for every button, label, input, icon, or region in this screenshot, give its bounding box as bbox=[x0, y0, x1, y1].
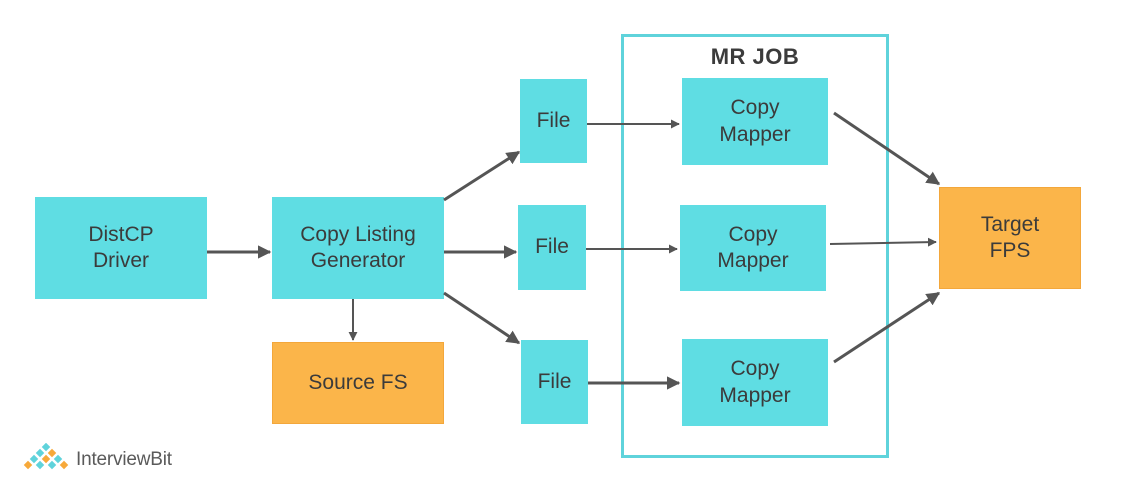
copy-mapper-node-1: Copy Mapper bbox=[682, 78, 828, 165]
logo-text: InterviewBit bbox=[76, 449, 172, 470]
copy-mapper-node-2: Copy Mapper bbox=[680, 205, 826, 291]
mr-job-frame bbox=[621, 34, 889, 458]
distcp-driver-node: DistCP Driver bbox=[35, 197, 207, 299]
file-node-1: File bbox=[520, 79, 587, 163]
copy-listing-generator-node: Copy Listing Generator bbox=[272, 197, 444, 299]
arrow-generator-to-file-3 bbox=[443, 291, 521, 345]
interviewbit-logo-icon bbox=[23, 443, 69, 470]
target-fps-node: Target FPS bbox=[939, 187, 1081, 289]
copy-mapper-node-3: Copy Mapper bbox=[682, 339, 828, 426]
mr-job-title: MR JOB bbox=[710, 44, 800, 69]
interviewbit-logo: InterviewBit bbox=[22, 443, 172, 477]
arrow-generator-to-file-1 bbox=[443, 150, 521, 202]
file-node-3: File bbox=[521, 340, 588, 424]
source-fs-node: Source FS bbox=[272, 342, 444, 424]
file-node-2: File bbox=[518, 205, 586, 290]
